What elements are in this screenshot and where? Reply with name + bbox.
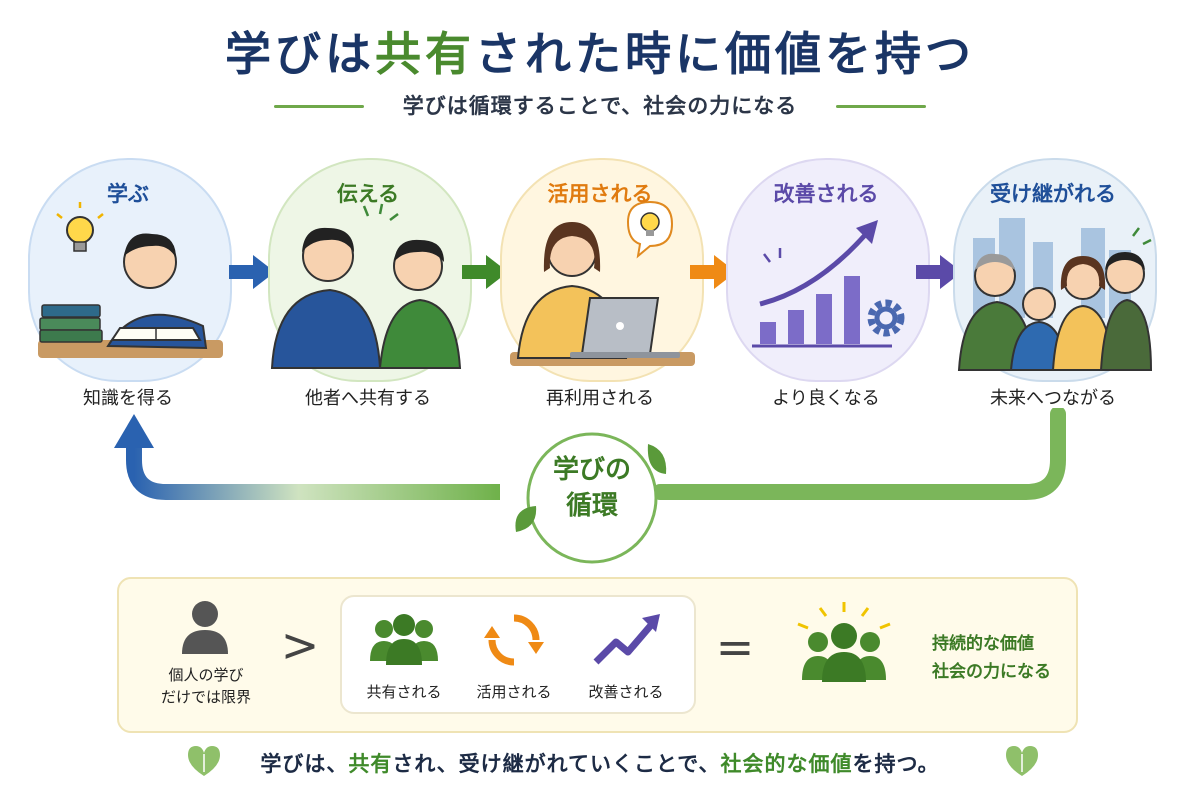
laptop-user-illustration	[510, 200, 695, 366]
books-stack-icon	[39, 304, 103, 343]
bottom-p1: 学びは、	[260, 752, 349, 776]
bottom-highlight-value: 社会的な価値	[720, 752, 853, 776]
result-line2: 社会の力になる	[932, 662, 1051, 682]
heart-leaf-icon	[188, 746, 220, 776]
individual-line1: 個人の学び	[168, 666, 244, 684]
group-icon	[370, 614, 438, 665]
subtitle: 学びは循環することで、社会の力になる	[402, 94, 798, 118]
subtitle-block: 学びは循環することで、社会の力になる	[0, 90, 1200, 124]
cycle-label-line1: 学びの	[552, 455, 631, 485]
bottom-p3: を持つ。	[852, 752, 940, 776]
cycle-circle	[515, 432, 667, 564]
person-icon	[182, 601, 228, 654]
subtitle-left-rule	[274, 105, 364, 108]
bottom-p2: され、受け継がれていくことで、	[392, 752, 721, 776]
cycle-label-line2: 循環	[565, 491, 618, 521]
cycle-icon	[484, 614, 544, 666]
leaf-icon	[515, 506, 537, 532]
step-learn-caption: 知識を得る	[83, 388, 173, 409]
arrow-up-icon	[114, 414, 154, 448]
page-title: 学びは共有された時に価値を持つ	[0, 18, 1200, 84]
lightbulb-icon	[56, 202, 104, 252]
trend-arrow-head	[856, 220, 878, 244]
individual-limit-text: 個人の学び だけでは限界	[138, 664, 274, 708]
family-generations-illustration	[957, 218, 1153, 371]
subtitle-right-rule	[836, 105, 926, 108]
step-apply-title: 活用される	[547, 182, 653, 206]
cycle-return-arrow	[114, 408, 1066, 500]
step-apply-caption: 再利用される	[546, 388, 654, 409]
step-learn-title: 学ぶ	[107, 182, 149, 206]
growth-chart-illustration	[752, 220, 905, 348]
equals-symbol: =	[715, 620, 755, 674]
title-highlight: 共有	[375, 27, 475, 81]
arrow-right-icon	[229, 255, 275, 289]
studying-person-illustration	[38, 202, 223, 358]
step-learn: 学ぶ 知識を得る	[28, 158, 232, 448]
gear-icon	[867, 299, 905, 337]
arrow-right-icon	[462, 255, 508, 289]
arrow-right-icon	[916, 255, 962, 289]
bottom-highlight-share: 共有	[348, 752, 393, 776]
step-share-caption: 他者へ共有する	[305, 388, 431, 409]
leaf-icon	[647, 444, 667, 474]
greater-than-symbol: >	[280, 618, 320, 672]
cycle-label: 学びの 循環	[508, 452, 676, 524]
step-improve-caption: より良くなる	[772, 388, 880, 409]
step-share-title: 伝える	[336, 182, 400, 206]
step-improve: 改善される より良くなる	[726, 158, 930, 448]
result-text: 持続的な価値 社会の力になる	[932, 630, 1072, 686]
title-part-2: は	[325, 27, 375, 81]
heart-leaf-icon	[1006, 746, 1038, 776]
bottom-statement: 学びは、共有され、受け継がれていくことで、社会的な価値を持つ。	[0, 748, 1200, 778]
community-group-icon	[797, 602, 891, 682]
arrow-right-icon	[690, 255, 736, 289]
title-part-3: された時に価値を持つ	[475, 27, 975, 81]
individual-line2: だけでは限界	[160, 688, 251, 706]
step-improve-title: 改善される	[773, 182, 879, 206]
sharing-people-illustration	[270, 203, 462, 369]
step-inherit-title: 受け継がれる	[990, 182, 1116, 206]
process-item-apply: 活用される	[476, 683, 552, 701]
step-inherit: 受け継がれる 未来へつながる	[953, 158, 1157, 448]
step-inherit-caption: 未来へつながる	[990, 388, 1116, 409]
process-item-improve: 改善される	[588, 683, 664, 701]
title-part-1: 学び	[225, 27, 325, 81]
trend-up-icon	[593, 614, 660, 665]
step-share: 伝える 他者へ共有する	[268, 158, 472, 448]
result-line1: 持続的な価値	[932, 634, 1034, 654]
step-apply: 活用される 再利用される	[500, 158, 704, 448]
process-item-share: 共有される	[366, 683, 442, 701]
idea-bubble-icon	[626, 200, 674, 259]
